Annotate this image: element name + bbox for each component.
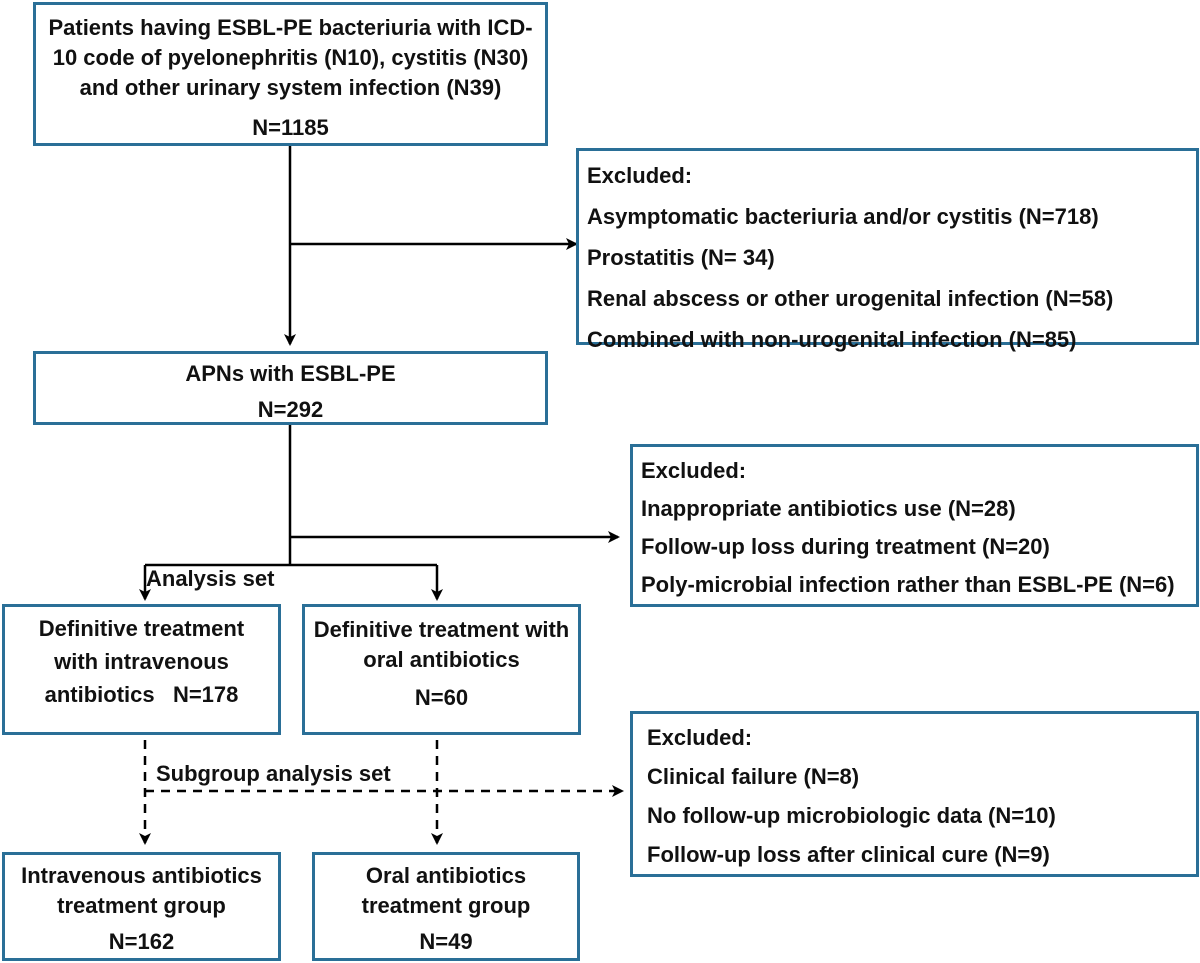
- start-line-2: 10 code of pyelonephritis (N10), cystiti…: [52, 45, 529, 70]
- excluded3-item: Clinical failure (N=8): [647, 764, 860, 789]
- excluded1-heading: Excluded:: [587, 163, 693, 188]
- oral-group-box: Oral antibiotics treatment group N=49: [312, 852, 580, 961]
- excluded3-item: Follow-up loss after clinical cure (N=9): [647, 842, 1050, 867]
- excluded1-item: Asymptomatic bacteriuria and/or cystitis…: [587, 204, 1099, 229]
- excluded2-heading: Excluded:: [641, 458, 747, 483]
- oral-group-line-2: treatment group: [361, 893, 531, 918]
- oral-def-line-1: Definitive treatment with: [313, 617, 570, 642]
- excluded3-item: No follow-up microbiologic data (N=10): [647, 803, 1056, 828]
- apn-box: APNs with ESBL-PE N=292: [33, 351, 548, 425]
- excluded2-item: Poly-microbial infection rather than ESB…: [641, 572, 1175, 597]
- analysis-set-label: Analysis set: [146, 566, 275, 591]
- excluded2-item: Inappropriate antibiotics use (N=28): [641, 496, 1016, 521]
- iv-def-line-2: with intravenous: [54, 649, 229, 674]
- excluded1-item: Combined with non-urogenital infection (…: [587, 327, 1077, 352]
- oral-def-line-2: oral antibiotics: [363, 647, 520, 672]
- excluded-box-3: Excluded: Clinical failure (N=8) No foll…: [630, 711, 1199, 877]
- oral-definitive-box: Definitive treatment with oral antibioti…: [302, 604, 581, 735]
- oral-def-count: N=60: [414, 685, 469, 710]
- oral-group-line-1: Oral antibiotics: [365, 863, 527, 888]
- start-count: N=1185: [252, 115, 329, 140]
- iv-group-count: N=162: [108, 929, 175, 954]
- start-line-1: Patients having ESBL-PE bacteriuria with…: [48, 15, 533, 40]
- excluded3-heading: Excluded:: [647, 725, 753, 750]
- apn-count: N=292: [257, 397, 324, 422]
- iv-group-box: Intravenous antibiotics treatment group …: [2, 852, 281, 961]
- excluded-box-2: Excluded: Inappropriate antibiotics use …: [630, 444, 1199, 607]
- oral-group-count: N=49: [419, 929, 473, 954]
- iv-def-line-3: antibiotics N=178: [44, 682, 239, 707]
- apn-title: APNs with ESBL-PE: [185, 361, 396, 386]
- start-line-3: and other urinary system infection (N39): [79, 75, 502, 100]
- excluded-box-1: Excluded: Asymptomatic bacteriuria and/o…: [576, 148, 1199, 352]
- iv-def-line-1: Definitive treatment: [38, 616, 245, 641]
- excluded1-item: Renal abscess or other urogenital infect…: [587, 286, 1114, 311]
- start-box: Patients having ESBL-PE bacteriuria with…: [33, 2, 548, 146]
- iv-group-line-2: treatment group: [57, 893, 226, 918]
- iv-definitive-box: Definitive treatment with intravenous an…: [2, 604, 281, 735]
- excluded2-item: Follow-up loss during treatment (N=20): [641, 534, 1050, 559]
- iv-group-line-1: Intravenous antibiotics: [21, 863, 262, 888]
- excluded1-item: Prostatitis (N= 34): [587, 245, 775, 270]
- subgroup-set-label: Subgroup analysis set: [156, 761, 391, 786]
